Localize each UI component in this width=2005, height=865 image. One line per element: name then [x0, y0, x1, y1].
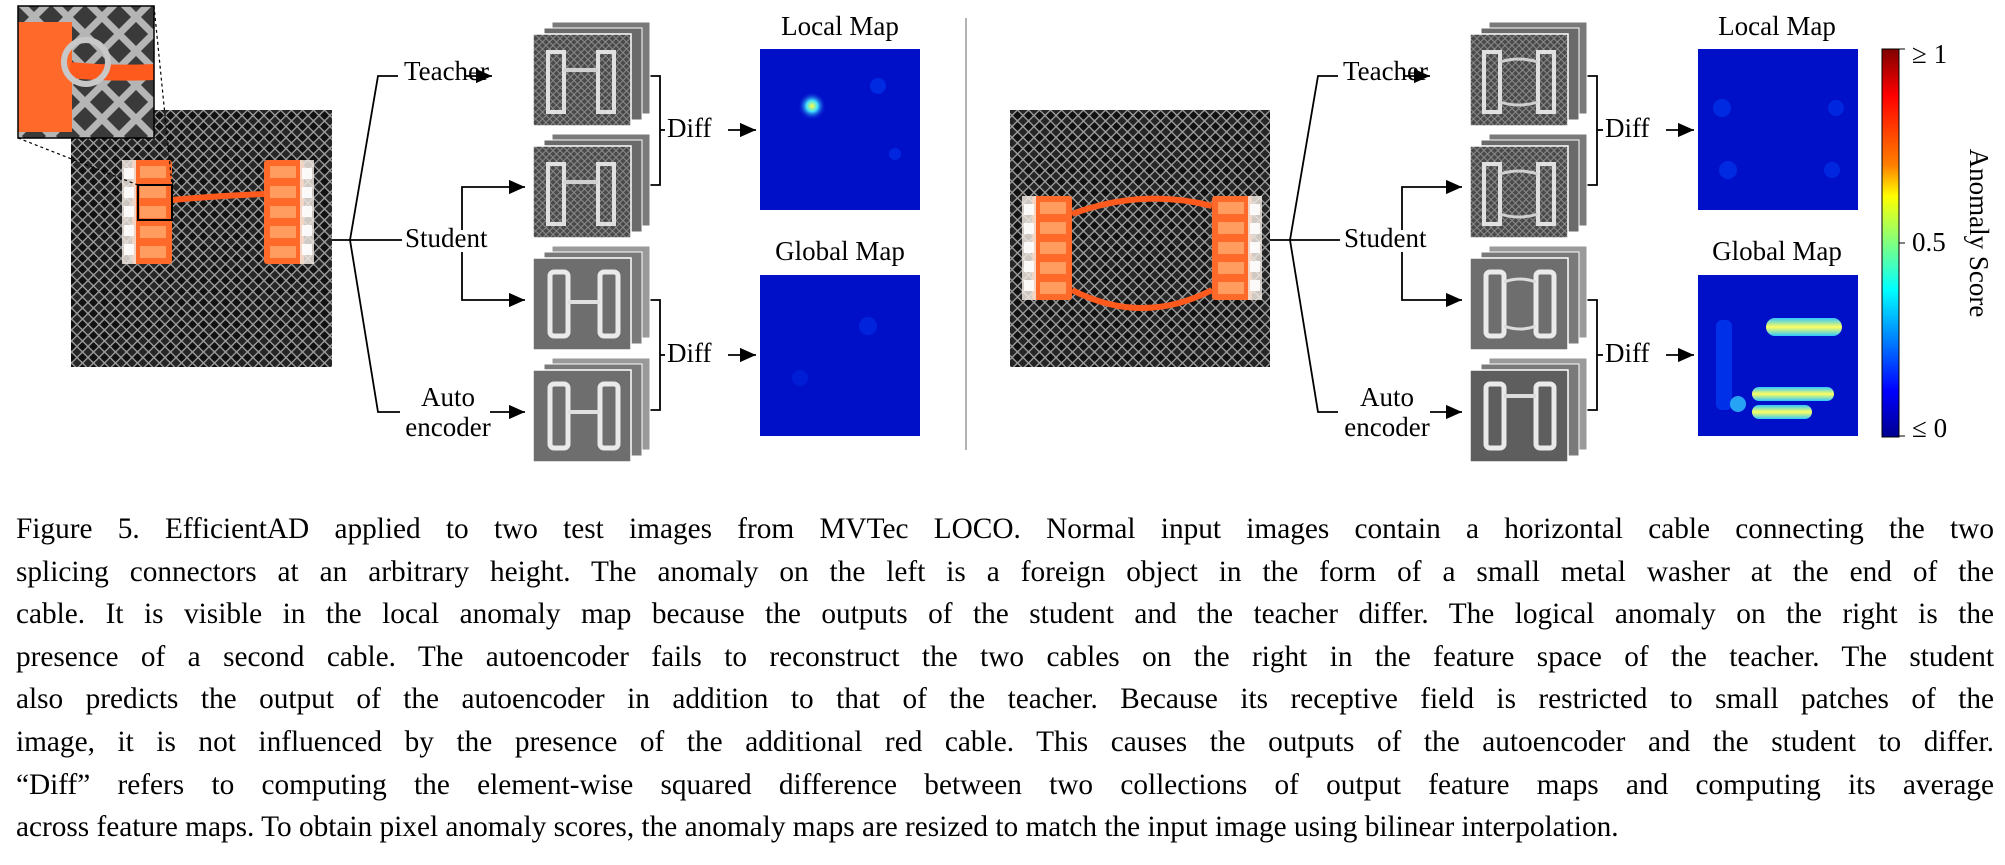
right-local-map-title: Local Map: [1718, 11, 1836, 41]
colorbar-tick-top: ≥ 1: [1912, 39, 1947, 69]
left-teacher-label: Teacher: [404, 56, 489, 86]
right-autoencoder-feature-stack: [1469, 357, 1588, 463]
left-local-map-title: Local Map: [781, 11, 899, 41]
right-input-image: [1010, 110, 1270, 367]
right-global-map-title: Global Map: [1712, 236, 1842, 266]
right-encoder-label: encoder: [1344, 412, 1429, 442]
right-auto-label: Auto: [1360, 382, 1414, 412]
left-global-map-title: Global Map: [775, 236, 905, 266]
right-diff-bottom-label: Diff: [1605, 338, 1650, 368]
caption-line: also predicts the output of the autoenco…: [16, 683, 1994, 716]
caption-line: splicing connectors at an arbitrary heig…: [16, 555, 1994, 588]
left-global-map: [760, 275, 920, 436]
caption-line: across feature maps. To obtain pixel ano…: [16, 811, 1619, 844]
right-branch-lines: [1270, 68, 1694, 420]
right-teacher-feature-stack: [1469, 21, 1588, 127]
right-student-label: Student: [1344, 223, 1427, 253]
right-student-ae-feature-stack: [1469, 245, 1588, 351]
right-diff-top-label: Diff: [1605, 113, 1650, 143]
colorbar-title: Anomaly Score: [1964, 149, 1994, 318]
left-input-image: [71, 110, 332, 367]
right-local-map: [1698, 49, 1858, 210]
figure-caption: Figure 5. EfficientAD applied to two tes…: [16, 508, 1994, 849]
left-student-label: Student: [405, 223, 488, 253]
right-global-map: [1698, 275, 1858, 436]
left-encoder-label: encoder: [405, 412, 490, 442]
figure-5-diagram: Teacher Student Auto encoder Diff Diff: [17, 5, 1994, 463]
caption-line: cable. It is visible in the local anomal…: [16, 598, 1994, 631]
left-branch-lines: [332, 68, 756, 420]
left-diff-bottom-label: Diff: [667, 338, 712, 368]
colorbar: ≥ 1 0.5 ≤ 0 Anomaly Score: [1881, 39, 1994, 443]
left-auto-label: Auto: [421, 382, 475, 412]
left-teacher-feature-stack: [532, 21, 651, 127]
right-panel: Teacher Student Auto encoder Diff Diff: [1010, 11, 1858, 463]
left-panel: Teacher Student Auto encoder Diff Diff: [17, 5, 920, 463]
caption-line: presence of a second cable. The autoenco…: [16, 640, 1994, 673]
colorbar-tick-bottom: ≤ 0: [1912, 413, 1947, 443]
left-student-ae-feature-stack: [532, 245, 651, 351]
caption-line: image, it is not influenced by the prese…: [16, 725, 1994, 758]
left-local-map: [760, 49, 920, 210]
caption-line: “Diff” refers to computing the element-w…: [16, 768, 1994, 801]
right-teacher-label: Teacher: [1343, 56, 1428, 86]
caption-line: Figure 5. EfficientAD applied to two tes…: [16, 513, 1994, 545]
right-student-teacher-feature-stack: [1469, 133, 1588, 239]
left-student-teacher-feature-stack: [532, 133, 651, 239]
left-zoom-inset: [17, 5, 173, 186]
colorbar-tick-mid: 0.5: [1912, 227, 1946, 257]
left-diff-top-label: Diff: [667, 113, 712, 143]
left-autoencoder-feature-stack: [532, 357, 651, 463]
